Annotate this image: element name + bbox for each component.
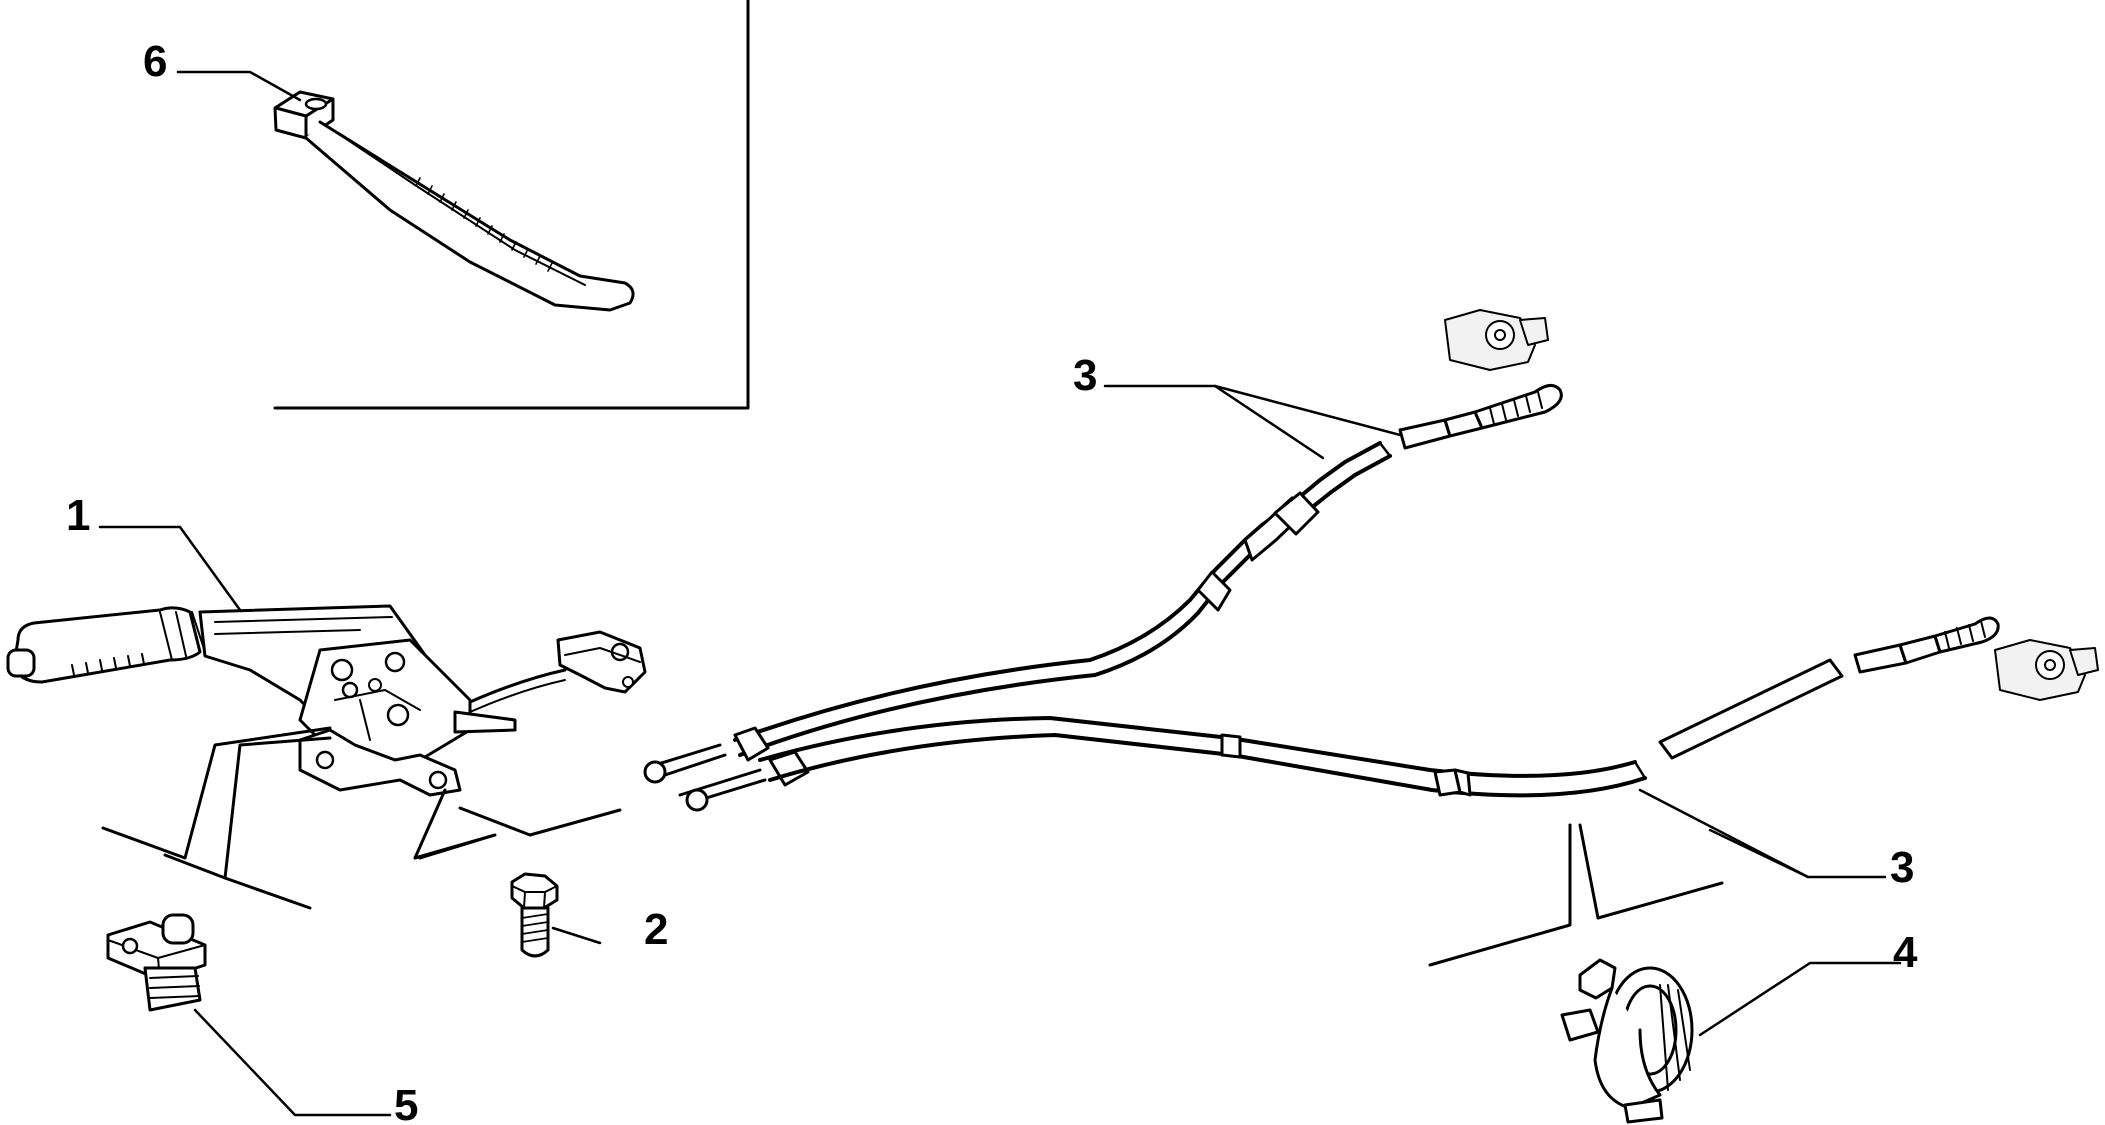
rear-caliper-lower bbox=[1994, 639, 2099, 701]
part-6-cable-tie bbox=[273, 90, 635, 312]
callout-6: 6 bbox=[143, 37, 167, 86]
part-5-clip bbox=[106, 913, 207, 1012]
part-3-cable-lower bbox=[758, 616, 2000, 798]
callout-labels: 6 1 3 2 3 4 5 bbox=[66, 37, 1918, 1125]
callout-3-upper: 3 bbox=[1073, 351, 1097, 400]
part-3-cable-upper bbox=[733, 384, 1563, 757]
callout-3-lower: 3 bbox=[1890, 843, 1914, 892]
leader-lines bbox=[98, 70, 1902, 1117]
callout-5: 5 bbox=[394, 1081, 418, 1125]
part-4-cable-grommet bbox=[1560, 958, 1694, 1124]
callout-4: 4 bbox=[1893, 928, 1918, 977]
part-1-handbrake-lever bbox=[6, 604, 647, 797]
callout-2: 2 bbox=[644, 905, 668, 954]
inset-frame bbox=[273, 0, 750, 410]
assembly-lines-lever bbox=[101, 726, 622, 910]
assembly-lines-cable bbox=[1428, 823, 1724, 967]
part-2-bolt bbox=[510, 872, 559, 958]
callout-1: 1 bbox=[66, 491, 90, 540]
rear-caliper-upper bbox=[1444, 309, 1549, 371]
